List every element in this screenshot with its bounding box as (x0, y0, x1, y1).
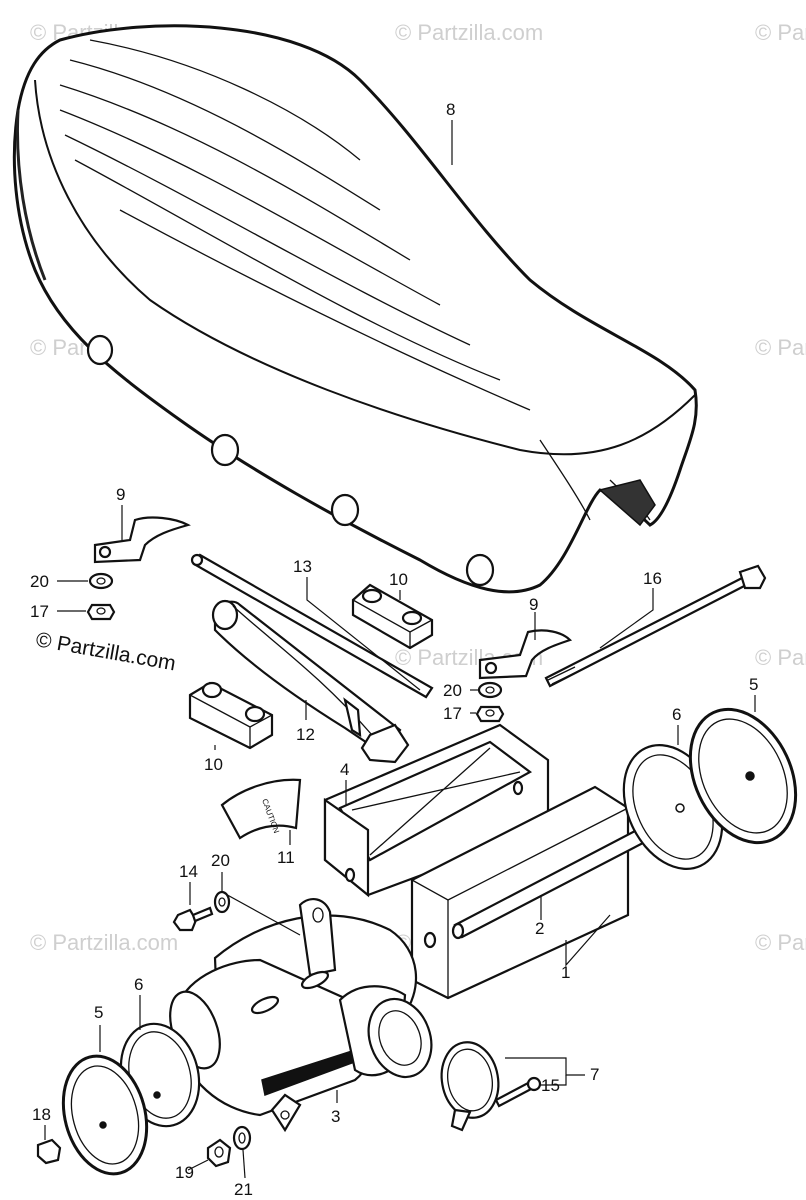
copyright-notice: © Partzilla.com (34, 628, 177, 675)
caution-plate-11: CAUTION (220, 778, 302, 840)
washer-20-left (88, 572, 114, 590)
callout-11: 11 (277, 848, 295, 867)
callout-18: 18 (32, 1105, 51, 1124)
callout-20: 20 (443, 681, 462, 700)
callout-3: 3 (331, 1107, 340, 1126)
band-7 (440, 1041, 500, 1132)
callout-15: 15 (541, 1076, 560, 1095)
nut-17-right (475, 705, 505, 723)
tool-case-bracket-4 (323, 723, 550, 898)
callout-10: 10 (389, 570, 408, 589)
callout-5: 5 (94, 1003, 103, 1022)
nut-19 (206, 1138, 232, 1168)
callout-19: 19 (175, 1163, 194, 1182)
callout-14: 14 (179, 862, 198, 881)
callout-6: 6 (672, 705, 681, 724)
callout-12: 12 (296, 725, 315, 744)
watermark: © Partzilla.com (755, 20, 806, 45)
callout-9: 9 (529, 595, 538, 614)
callout-labels: 8 9 20 17 13 10 16 9 20 17 12 10 4 6 5 1… (30, 100, 758, 1199)
copyright-text: © Partzilla.com (34, 628, 177, 675)
nut-18 (36, 1138, 62, 1165)
seat-bracket-right (478, 629, 573, 680)
seat-part (12, 24, 698, 594)
seat-bracket-left (93, 516, 191, 564)
long-bolt-16 (544, 564, 767, 688)
callout-9: 9 (116, 485, 125, 504)
callout-17: 17 (443, 704, 462, 723)
watermark: © Partzilla.com (755, 930, 806, 955)
callout-17: 17 (30, 602, 49, 621)
watermark: © Partzilla.com (755, 645, 806, 670)
callout-6: 6 (134, 975, 143, 994)
washer-20-right (477, 681, 503, 699)
callout-2: 2 (535, 919, 544, 938)
bolt-14 (172, 906, 214, 932)
bolt-15 (494, 1076, 542, 1108)
callout-20: 20 (211, 851, 230, 870)
spark-plug-wrench-12 (211, 599, 410, 764)
cap-5-left (61, 1054, 149, 1176)
callout-5: 5 (749, 675, 758, 694)
callout-13: 13 (293, 557, 312, 576)
callout-21: 21 (234, 1180, 253, 1199)
rubber-block-10-lower (188, 681, 274, 750)
watermark: © Partzilla.com (30, 930, 178, 955)
watermark: © Partzilla.com (755, 335, 806, 360)
nut-17-left (86, 603, 116, 621)
watermark: © Partzilla.com (395, 20, 543, 45)
rubber-block-10-upper (351, 583, 434, 650)
tool-rod-13 (190, 553, 434, 699)
callout-20: 20 (30, 572, 49, 591)
callout-7: 7 (590, 1065, 599, 1084)
cap-5-right (688, 707, 798, 845)
washer-21 (232, 1125, 252, 1151)
callout-1: 1 (561, 963, 570, 982)
leader-lines (44, 120, 756, 1179)
callout-4: 4 (340, 760, 349, 779)
callout-16: 16 (643, 569, 662, 588)
callout-10: 10 (204, 755, 223, 774)
callout-8: 8 (446, 100, 455, 119)
